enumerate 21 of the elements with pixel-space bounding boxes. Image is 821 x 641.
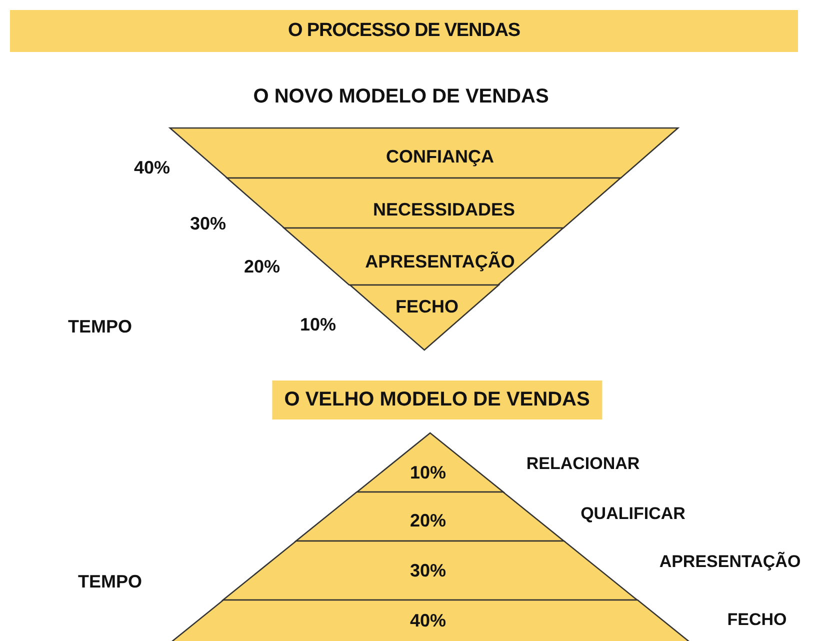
band-label: NECESSIDADES <box>372 200 515 220</box>
text-label: O NOVO MODELO DE VENDAS <box>253 86 549 108</box>
band-label: CONFIANÇA <box>386 146 494 168</box>
band-label: 40% <box>410 610 446 632</box>
title-bar: O PROCESSO DE VENDAS <box>10 10 798 52</box>
text-label: TEMPO <box>78 572 142 592</box>
band-label: APRESENTAÇÃO <box>365 252 515 272</box>
text-label: QUALIFICAR <box>580 504 686 524</box>
heading-box: O VELHO MODELO DE VENDAS <box>272 380 602 420</box>
text-label: 30% <box>190 214 226 234</box>
band-label: FECHO <box>395 296 458 318</box>
text-label: 10% <box>300 314 336 336</box>
band-label: 20% <box>410 510 446 532</box>
text-label: TEMPO <box>68 316 132 338</box>
text-label: 40% <box>134 158 170 178</box>
band-label: 10% <box>410 462 446 484</box>
text-label: APRESENTAÇÃO <box>659 552 801 572</box>
text-label: 20% <box>244 256 280 278</box>
text-label: FECHO <box>727 610 787 630</box>
text-label: RELACIONAR <box>526 454 640 474</box>
band-label: 30% <box>410 560 446 582</box>
